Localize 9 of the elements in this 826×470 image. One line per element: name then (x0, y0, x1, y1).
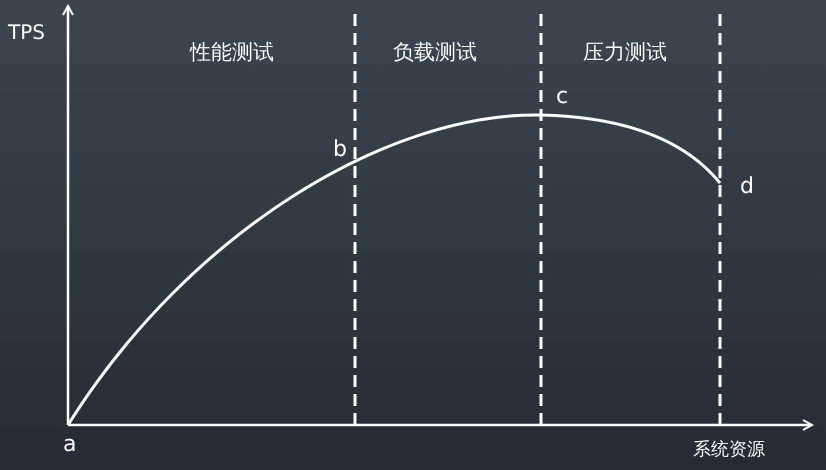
point-label: a (63, 434, 76, 456)
region-label: 负载测试 (393, 42, 477, 63)
point-label: d (740, 176, 754, 198)
region-label: 压力测试 (583, 42, 667, 63)
axis-label: 系统资源 (693, 441, 765, 459)
axis-label: TPS (8, 22, 45, 42)
point-label: c (556, 86, 568, 108)
point-label: b (333, 139, 347, 161)
region-label: 性能测试 (190, 42, 274, 63)
